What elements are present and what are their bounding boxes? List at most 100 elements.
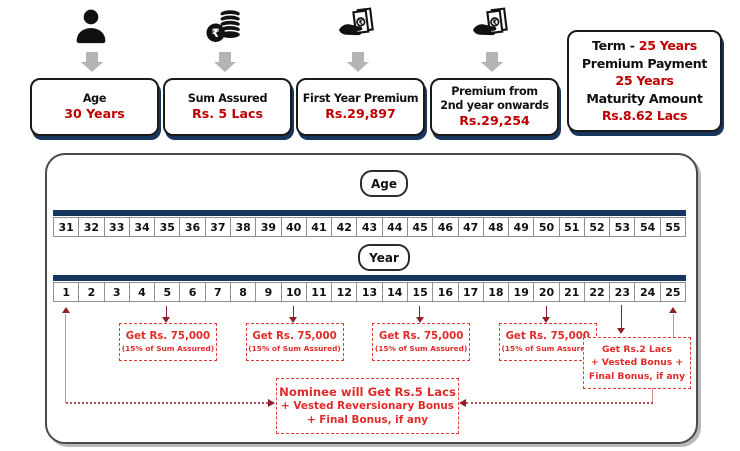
age-cell: 46 — [433, 217, 458, 237]
year-cell: 19 — [509, 282, 534, 302]
year-cell: 20 — [534, 282, 559, 302]
age-cell: 47 — [459, 217, 484, 237]
year23-arrow-down-icon — [617, 328, 625, 334]
age-cell: 34 — [130, 217, 155, 237]
arrow-down-icon — [81, 52, 103, 72]
term-card-line: 25 Years — [615, 72, 673, 90]
age-axis-bar — [53, 210, 686, 216]
nominee-arrow-right-icon — [268, 399, 275, 407]
term-card-line: Maturity Amount — [586, 90, 702, 108]
age-cell: 32 — [79, 217, 104, 237]
milestone-detail: (15% of Sum Assured) — [248, 344, 340, 353]
milestone-amount: Get Rs. 75,000 — [379, 331, 463, 344]
age-cell: 48 — [484, 217, 509, 237]
summary-card: First Year PremiumRs.29,897 — [296, 78, 425, 136]
age-cell: 36 — [180, 217, 205, 237]
person-icon — [71, 6, 111, 50]
svg-text:₹: ₹ — [212, 26, 220, 40]
age-cell: 52 — [585, 217, 610, 237]
maturity-benefit-note: Get Rs.2 Lacs + Vested Bonus + Final Bon… — [583, 337, 691, 389]
maturity-note-line: + Vested Bonus + — [591, 356, 683, 369]
card-line: 30 Years — [64, 106, 125, 122]
age-cell: 53 — [610, 217, 635, 237]
age-cell: 50 — [534, 217, 559, 237]
age-cell-row: 3132333435363738394041424344454647484950… — [53, 217, 686, 237]
maturity-note-line: Get Rs.2 Lacs — [602, 343, 672, 356]
year23-connector-line — [621, 305, 622, 328]
year-cell: 17 — [459, 282, 484, 302]
age-cell: 42 — [332, 217, 357, 237]
maturity-note-line: Final Bonus, if any — [589, 370, 685, 383]
year-cell: 21 — [560, 282, 585, 302]
age-cell: 43 — [357, 217, 382, 237]
summary-card: Premium from2nd year onwardsRs.29,254 — [430, 78, 559, 136]
year-cell: 5 — [155, 282, 180, 302]
age-cell: 38 — [231, 217, 256, 237]
year-cell: 6 — [180, 282, 205, 302]
age-cell: 54 — [635, 217, 660, 237]
term-summary-card: Term - 25 YearsPremium Payment25 YearsMa… — [567, 30, 722, 132]
arrow-down-icon — [214, 52, 236, 72]
year-cell: 8 — [231, 282, 256, 302]
age-cell: 55 — [661, 217, 686, 237]
age-cell: 49 — [509, 217, 534, 237]
year-cell: 11 — [307, 282, 332, 302]
year1-arrow-up-icon — [62, 307, 70, 313]
year-cell-row: 1234567891011121314151617181920212223242… — [53, 282, 686, 302]
year-cell: 24 — [635, 282, 660, 302]
milestone-detail: (15% of Sum Assured) — [122, 344, 214, 353]
year25-arrow-up-icon — [669, 307, 677, 313]
year-cell: 3 — [105, 282, 130, 302]
age-cell: 40 — [282, 217, 307, 237]
year1-connector-line — [65, 314, 66, 403]
right-dotted-connector — [466, 402, 653, 404]
left-dotted-connector — [66, 402, 268, 404]
card-line: 2nd year onwards — [440, 99, 548, 113]
arrow-down-icon — [481, 52, 503, 72]
age-cell: 37 — [206, 217, 231, 237]
summary-card: Age30 Years — [30, 78, 159, 136]
year-cell: 12 — [332, 282, 357, 302]
nominee-note-line: + Vested Reversionary Bonus — [281, 400, 454, 414]
card-line: First Year Premium — [303, 92, 419, 106]
card-line: Rs.29,254 — [459, 113, 530, 129]
rupee-coins-icon: ₹ — [204, 6, 244, 50]
milestone-connector-line — [166, 306, 167, 317]
term-card-line: Term - 25 Years — [592, 37, 697, 55]
year-cell: 22 — [585, 282, 610, 302]
age-cell: 35 — [155, 217, 180, 237]
summary-card: Sum AssuredRs. 5 Lacs — [163, 78, 292, 136]
milestone-detail: (15% of Sum Assured) — [375, 344, 467, 353]
year-cell: 16 — [433, 282, 458, 302]
milestone-connector-line — [419, 306, 420, 317]
term-card-line: Premium Payment — [582, 55, 707, 73]
year25-connector-line — [673, 314, 674, 337]
milestone-detail: (15% of Sum Assured) — [501, 344, 593, 353]
age-axis-label: Age — [360, 170, 408, 197]
milestone-amount: Get Rs. 75,000 — [506, 331, 590, 344]
year-axis-label: Year — [358, 244, 410, 271]
age-cell: 51 — [560, 217, 585, 237]
year-cell: 9 — [256, 282, 281, 302]
milestone-benefit-note: Get Rs. 75,000(15% of Sum Assured) — [372, 323, 470, 361]
age-cell: 31 — [53, 217, 79, 237]
card-line: Rs.29,897 — [325, 106, 396, 122]
milestone-connector-line — [293, 306, 294, 317]
milestone-benefit-note: Get Rs. 75,000(15% of Sum Assured) — [246, 323, 344, 361]
nominee-benefit-note: Nominee will Get Rs.5 Lacs + Vested Reve… — [276, 378, 459, 434]
milestone-amount: Get Rs. 75,000 — [126, 331, 210, 344]
year-cell: 15 — [408, 282, 433, 302]
age-cell: 33 — [105, 217, 130, 237]
year-cell: 7 — [206, 282, 231, 302]
age-cell: 39 — [256, 217, 281, 237]
arrow-down-icon — [347, 52, 369, 72]
milestone-amount: Get Rs. 75,000 — [252, 331, 336, 344]
hand-money-icon: ₹ — [337, 6, 379, 46]
age-cell: 45 — [408, 217, 433, 237]
year-cell: 13 — [357, 282, 382, 302]
milestone-connector-line — [546, 306, 547, 317]
age-cell: 41 — [307, 217, 332, 237]
year-cell: 1 — [53, 282, 79, 302]
year-cell: 10 — [282, 282, 307, 302]
